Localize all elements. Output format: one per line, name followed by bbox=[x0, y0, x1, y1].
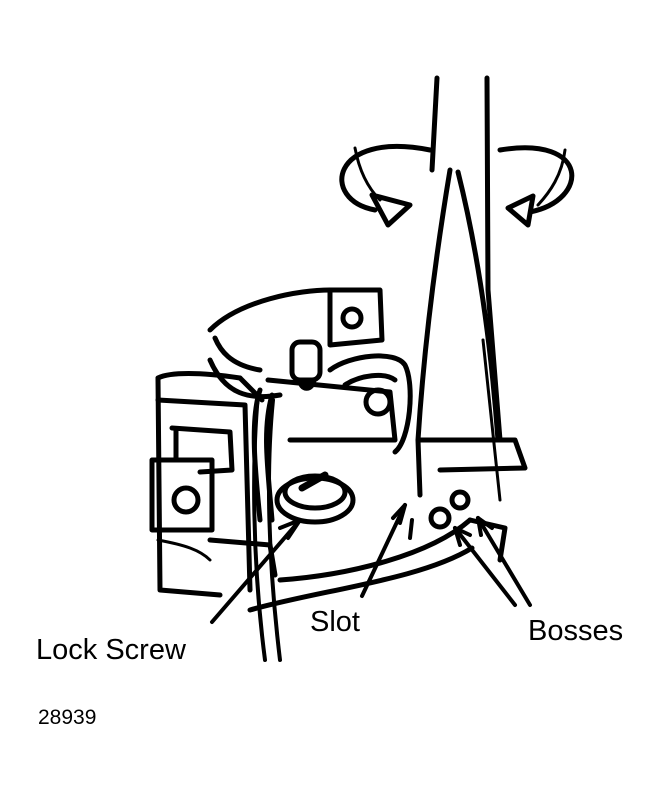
leader-lines bbox=[210, 503, 532, 624]
lock-screw-label: Lock Screw bbox=[36, 634, 186, 666]
wire bbox=[252, 393, 267, 662]
slot-label: Slot bbox=[310, 606, 360, 638]
lock-screw bbox=[274, 471, 356, 525]
distributor-body bbox=[149, 287, 528, 613]
figure-number: 28939 bbox=[38, 706, 97, 729]
bosses-label: Bosses bbox=[528, 615, 624, 647]
screwdriver bbox=[415, 75, 503, 502]
rotation-arrow-icon bbox=[339, 143, 575, 228]
